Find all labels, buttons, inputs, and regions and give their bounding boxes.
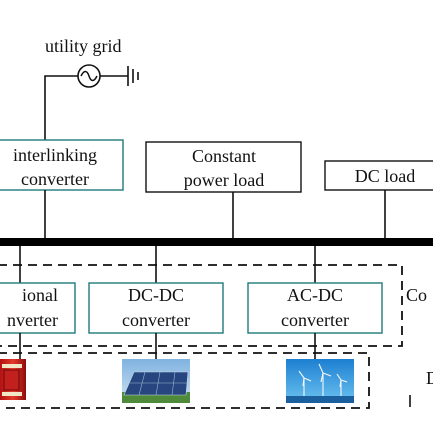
left-converter-line1: ional bbox=[22, 285, 58, 305]
left-converter-line2: nverter bbox=[7, 310, 58, 330]
ground-icon bbox=[127, 66, 139, 86]
constant-load-line1: Constant bbox=[192, 146, 256, 166]
converters-dashed-group bbox=[0, 264, 403, 347]
constant-power-load-box bbox=[145, 141, 302, 193]
dc-load-box bbox=[324, 160, 433, 191]
battery-image bbox=[0, 359, 26, 400]
solar-panel-image bbox=[122, 359, 190, 403]
dcdc-converter-box bbox=[88, 282, 224, 334]
acdc-line1: AC-DC bbox=[287, 285, 343, 305]
acdc-converter-box bbox=[247, 282, 383, 334]
dcdc-line2: converter bbox=[122, 310, 190, 330]
wind-farm-image bbox=[286, 359, 354, 403]
dc-bus bbox=[0, 238, 433, 246]
interlinking-converter-box bbox=[0, 139, 124, 191]
sources-dashed-group bbox=[0, 352, 370, 409]
right-label-bottom: D bbox=[426, 368, 433, 388]
sine-wave-icon bbox=[80, 70, 98, 82]
grid-connection-wire bbox=[44, 75, 78, 140]
acdc-line2: converter bbox=[281, 310, 349, 330]
dc-load-label: DC load bbox=[355, 166, 416, 186]
dcdc-line1: DC-DC bbox=[128, 285, 184, 305]
utility-grid-label: utility grid bbox=[45, 36, 122, 56]
right-label-top: Co bbox=[406, 285, 427, 305]
constant-load-line2: power load bbox=[184, 170, 264, 190]
left-converter-box bbox=[0, 282, 76, 334]
interlinking-line2: converter bbox=[21, 169, 89, 189]
interlinking-line1: interlinking bbox=[13, 145, 97, 165]
